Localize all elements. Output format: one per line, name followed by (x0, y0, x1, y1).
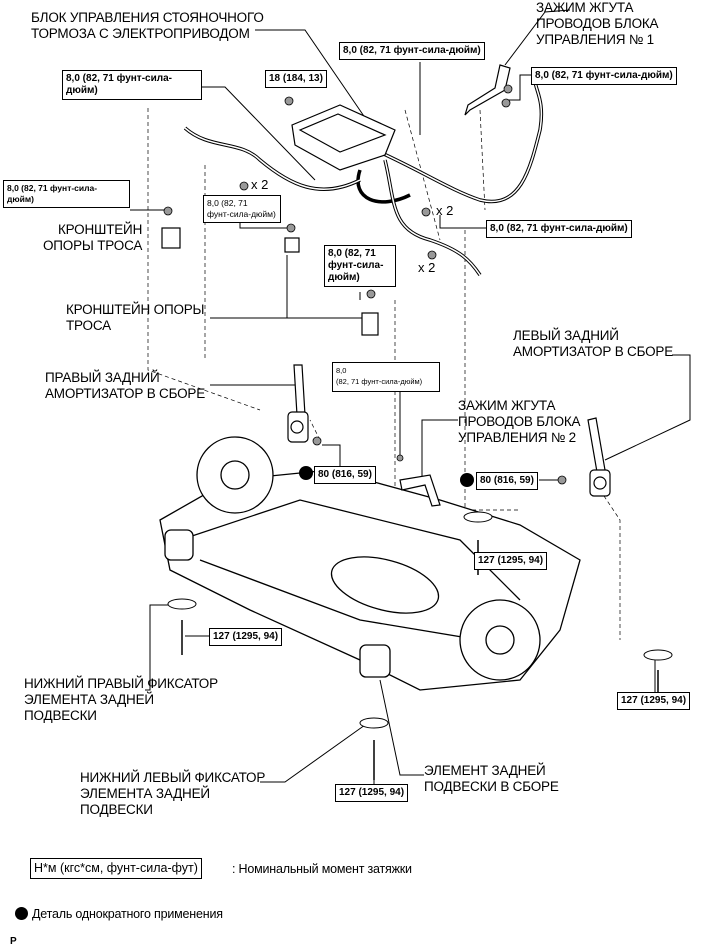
torque-box: 127 (1295, 94) (335, 784, 409, 802)
label-line: КРОНШТЕЙН ОПОРЫ (66, 302, 205, 317)
rear-suspension-member-drawing (159, 436, 581, 691)
label-harness-clamp-1: ЗАЖИМ ЖГУТА ПРОВОДОВ БЛОКА УПРАВЛЕНИЯ № … (536, 0, 659, 48)
label-line: НИЖНИЙ ЛЕВЫЙ ФИКСАТОР (80, 770, 266, 785)
label-line: ПОДВЕСКИ (24, 708, 97, 723)
torque-box: 8,0 (82, 71 фунт-сила-дюйм) (62, 70, 202, 100)
non-reusable-marker-icon (299, 466, 313, 480)
torque-line: фунт-сила- (328, 260, 384, 271)
label-lower-right-stopper: НИЖНИЙ ПРАВЫЙ ФИКСАТОР ЭЛЕМЕНТА ЗАДНЕЙ П… (24, 676, 218, 724)
label-harness-clamp-2: ЗАЖИМ ЖГУТА ПРОВОДОВ БЛОКА УПРАВЛЕНИЯ № … (458, 398, 581, 446)
harness-clamp-1-drawing (464, 64, 511, 116)
label-line: ЭЛЕМЕНТА ЗАДНЕЙ (80, 786, 210, 801)
stoppers (167, 511, 673, 729)
torque-box: 127 (1295, 94) (209, 628, 283, 646)
torque-line: дюйм) (7, 194, 34, 204)
torque-line: фунт-сила-дюйм) (207, 209, 276, 219)
quantity-label: x 2 (418, 260, 436, 275)
label-line: ПРОВОДОВ БЛОКА (458, 414, 581, 429)
torque-box: 18 (184, 13) (265, 70, 327, 88)
torque-line: 8,0 (82, 71 (207, 198, 248, 208)
filled-circle-icon (15, 907, 28, 920)
footer-code: P (10, 936, 17, 947)
label-line: ТРОСА (66, 318, 111, 333)
label-line: ЗАЖИМ ЖГУТА (536, 0, 634, 15)
torque-line: 8,0 (336, 366, 347, 375)
legend-non-reusable-desc: Деталь однократного применения (32, 907, 223, 921)
label-left-shock: ЛЕВЫЙ ЗАДНИЙ АМОРТИЗАТОР В СБОРЕ (513, 328, 673, 360)
torque-line: (82, 71 фунт-сила-дюйм) (336, 377, 423, 386)
label-line: ОПОРЫ ТРОСА (43, 238, 143, 253)
label-line: ПОДВЕСКИ В СБОРЕ (424, 779, 559, 794)
label-line: ТОРМОЗА С ЭЛЕКТРОПРИВОДОМ (31, 26, 250, 41)
torque-box: 8,0 (82, 71 фунт-сила-дюйм) (339, 42, 485, 60)
torque-line: 8,0 (82, 71 фунт-сила- (7, 183, 98, 193)
epb-actuator-drawing (291, 104, 396, 171)
torque-box: 8,0 (82, 71 фунт-сила-дюйм) (3, 180, 130, 208)
non-reusable-marker-icon (460, 473, 474, 487)
label-line: ЭЛЕМЕНТ ЗАДНЕЙ (424, 763, 546, 778)
label-cable-bracket-1: КРОНШТЕЙН ОПОРЫ ТРОСА (43, 222, 142, 254)
label-line: УПРАВЛЕНИЯ № 1 (536, 32, 654, 47)
torque-line: 8,0 (82, 71 фунт-сила- (66, 73, 172, 84)
right-shock-drawing (287, 364, 309, 443)
label-line: БЛОК УПРАВЛЕНИЯ СТОЯНОЧНОГО (31, 10, 264, 25)
torque-line: дюйм) (66, 85, 98, 96)
label-line: ПРАВЫЙ ЗАДНИЙ (45, 370, 160, 385)
label-suspension-member: ЭЛЕМЕНТ ЗАДНЕЙ ПОДВЕСКИ В СБОРЕ (424, 763, 559, 795)
label-line: ПОДВЕСКИ (80, 802, 153, 817)
torque-box: 8,0 (82, 71 фунт-сила-дюйм) (332, 362, 440, 392)
label-lower-left-stopper: НИЖНИЙ ЛЕВЫЙ ФИКСАТОР ЭЛЕМЕНТА ЗАДНЕЙ ПО… (80, 770, 265, 818)
label-line: НИЖНИЙ ПРАВЫЙ ФИКСАТОР (24, 676, 218, 691)
torque-box: 8,0 (82, 71 фунт-сила-дюйм) (486, 220, 632, 238)
torque-line: дюйм) (328, 272, 360, 283)
label-cable-bracket-2: КРОНШТЕЙН ОПОРЫ ТРОСА (66, 302, 205, 334)
label-line: УПРАВЛЕНИЯ № 2 (458, 430, 576, 445)
quantity-label: x 2 (251, 177, 269, 192)
label-line: АМОРТИЗАТОР В СБОРЕ (513, 344, 674, 359)
label-line: ПРОВОДОВ БЛОКА (536, 16, 659, 31)
torque-line: 8,0 (82, 71 (328, 248, 376, 259)
label-line: ЭЛЕМЕНТА ЗАДНЕЙ (24, 692, 154, 707)
nuts (163, 84, 567, 485)
torque-box: 127 (1295, 94) (617, 692, 691, 710)
legend-torque-units: Н*м (кгс*см, фунт-сила-фут) (30, 858, 202, 879)
label-line: ЗАЖИМ ЖГУТА (458, 398, 556, 413)
left-shock-drawing (587, 417, 611, 497)
cable-brackets (161, 227, 441, 507)
torque-box: 127 (1295, 94) (474, 552, 548, 570)
label-line: АМОРТИЗАТОР В СБОРЕ (45, 386, 206, 401)
torque-box: 80 (816, 59) (314, 466, 376, 484)
label-epb-actuator: БЛОК УПРАВЛЕНИЯ СТОЯНОЧНОГО ТОРМОЗА С ЭЛ… (31, 10, 264, 42)
label-line: ЛЕВЫЙ ЗАДНИЙ (513, 328, 619, 343)
torque-box: 8,0 (82, 71 фунт-сила-дюйм) (531, 67, 677, 85)
torque-box: 80 (816, 59) (476, 472, 538, 490)
label-line: КРОНШТЕЙН (58, 222, 143, 237)
label-right-shock: ПРАВЫЙ ЗАДНИЙ АМОРТИЗАТОР В СБОРЕ (45, 370, 205, 402)
quantity-label: x 2 (436, 203, 454, 218)
legend-torque-desc: : Номинальный момент затяжки (232, 862, 412, 876)
